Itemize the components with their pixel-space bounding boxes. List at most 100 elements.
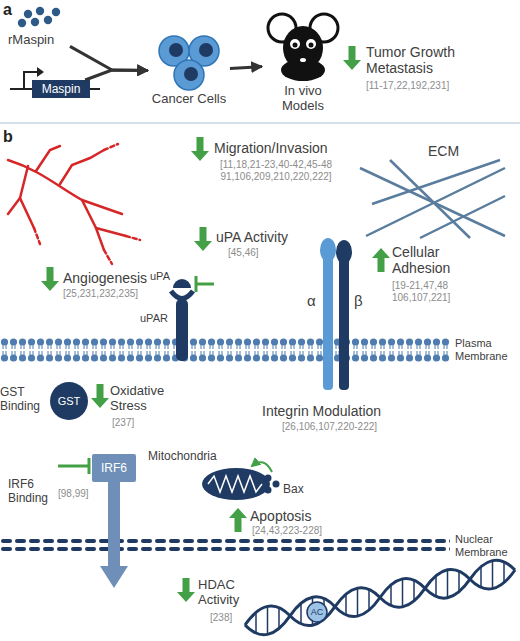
vessel xyxy=(96,228,126,236)
irf6-rect xyxy=(92,454,136,482)
bax-dot xyxy=(273,481,280,488)
node-text: Maspin xyxy=(32,80,90,98)
dna-strand xyxy=(245,560,515,635)
mouse-pupil xyxy=(293,43,298,48)
protein-dot xyxy=(18,19,26,27)
inhibition-line xyxy=(196,276,214,292)
reference-list: [98,99] xyxy=(58,488,89,500)
reference-list: [11,18,21-23,40-42,45-48 91,106,209,210,… xyxy=(206,159,346,182)
cancer-cells: Cancer Cells xyxy=(148,34,230,108)
vessel xyxy=(36,146,60,171)
protein-dots: rMaspin xyxy=(8,6,70,52)
structure-label: Nuclear Membrane xyxy=(455,533,520,558)
vessel xyxy=(20,166,34,228)
cell-body xyxy=(174,60,204,90)
reference-list: [19-21,47,48 106,107,221] xyxy=(392,280,472,303)
node-text: uPA xyxy=(150,270,170,283)
fibre xyxy=(390,160,470,238)
structure-label: ECM xyxy=(428,143,459,159)
translocation-arrow xyxy=(100,482,128,588)
mouse-eye xyxy=(290,39,300,49)
protein-dot xyxy=(44,16,52,24)
acetyl-shape xyxy=(307,602,327,622)
reference-list: [26,106,107,220-222] xyxy=(282,421,377,433)
decrease-arrow xyxy=(41,267,59,291)
node-text: Cancer Cells xyxy=(148,92,230,107)
decrease-arrow xyxy=(177,578,195,602)
reference-list: [25,231,232,235] xyxy=(63,288,138,300)
acetyl-group: AC xyxy=(306,601,328,623)
mitochondrion: Mitochondria xyxy=(148,450,273,502)
fibre xyxy=(420,196,505,238)
upar-receptor: uPAR xyxy=(140,290,196,362)
panel-letter: a xyxy=(3,1,12,19)
fibre xyxy=(366,168,505,236)
mouse-eye xyxy=(306,39,316,49)
panel-letter: b xyxy=(3,128,13,146)
node-shape xyxy=(140,290,196,362)
node-text: AC xyxy=(306,601,328,623)
gst-circle: GST xyxy=(50,382,88,420)
decrease-arrow xyxy=(194,227,212,251)
effect-label: Apoptosis xyxy=(250,508,311,524)
node-text: uPAR xyxy=(140,312,168,325)
node-text: rMaspin xyxy=(8,33,54,48)
reference-list: [238] xyxy=(210,612,232,624)
promoter-arrowhead xyxy=(37,67,44,77)
protein-dot xyxy=(36,7,44,15)
decrease-arrow xyxy=(191,137,209,161)
flow-arrow xyxy=(85,70,148,80)
effect-label: Oxidative Stress xyxy=(110,384,180,414)
mouse-head xyxy=(283,26,323,70)
mitochondrion-shape xyxy=(202,468,270,500)
effect-label: Cellular Adhesion xyxy=(392,244,472,276)
vessel xyxy=(8,198,20,214)
increase-arrow xyxy=(372,248,390,272)
mouse-model: In vivo Models xyxy=(262,8,344,120)
upar-stem xyxy=(176,299,188,361)
mouse-nose xyxy=(300,58,306,62)
vessel-sprout xyxy=(126,236,140,240)
integrin-stem xyxy=(323,250,333,390)
dna-helix xyxy=(245,560,515,635)
gene-rect xyxy=(32,80,90,98)
node-shape xyxy=(336,238,368,393)
irf6-box: IRF6 xyxy=(92,454,136,482)
protein-label: Bax xyxy=(283,483,304,497)
protein-dot xyxy=(31,18,39,26)
integrin-alpha: α xyxy=(304,238,336,393)
protein-dot xyxy=(24,10,32,18)
upar-cup xyxy=(171,291,193,299)
vessel xyxy=(82,200,104,250)
node-text: Mitochondria xyxy=(148,450,217,464)
structure-label: Plasma Membrane xyxy=(455,337,520,362)
gst-shape xyxy=(50,382,88,420)
integrin-stem xyxy=(339,252,349,390)
upa-ligand: uPA xyxy=(150,268,200,292)
panel-separator xyxy=(0,122,520,123)
base-pairs xyxy=(256,561,504,635)
nuclear-membrane xyxy=(0,538,450,552)
node-text: β xyxy=(354,292,363,309)
cell-nucleus xyxy=(199,43,213,57)
node-text: IRF6 xyxy=(92,454,136,482)
vessel-sprout xyxy=(104,144,118,150)
bax-arrow xyxy=(252,462,272,472)
effect-label: Integrin Modulation xyxy=(262,403,381,419)
decrease-arrow xyxy=(91,384,109,408)
node-shape xyxy=(304,238,336,393)
vessel xyxy=(8,160,122,214)
vessel-sprout xyxy=(104,250,112,264)
decrease-arrow xyxy=(343,46,361,70)
vessel xyxy=(60,150,104,184)
vessel-sprout xyxy=(34,228,40,244)
fibre xyxy=(372,160,500,204)
blood-vessels xyxy=(8,144,140,264)
gene-box: Maspin xyxy=(32,80,90,98)
effect-label: IRF6 Binding xyxy=(8,478,56,506)
upa-shape xyxy=(173,279,191,288)
effect-label: HDAC Activity xyxy=(198,578,258,608)
cell-nucleus xyxy=(184,67,198,81)
